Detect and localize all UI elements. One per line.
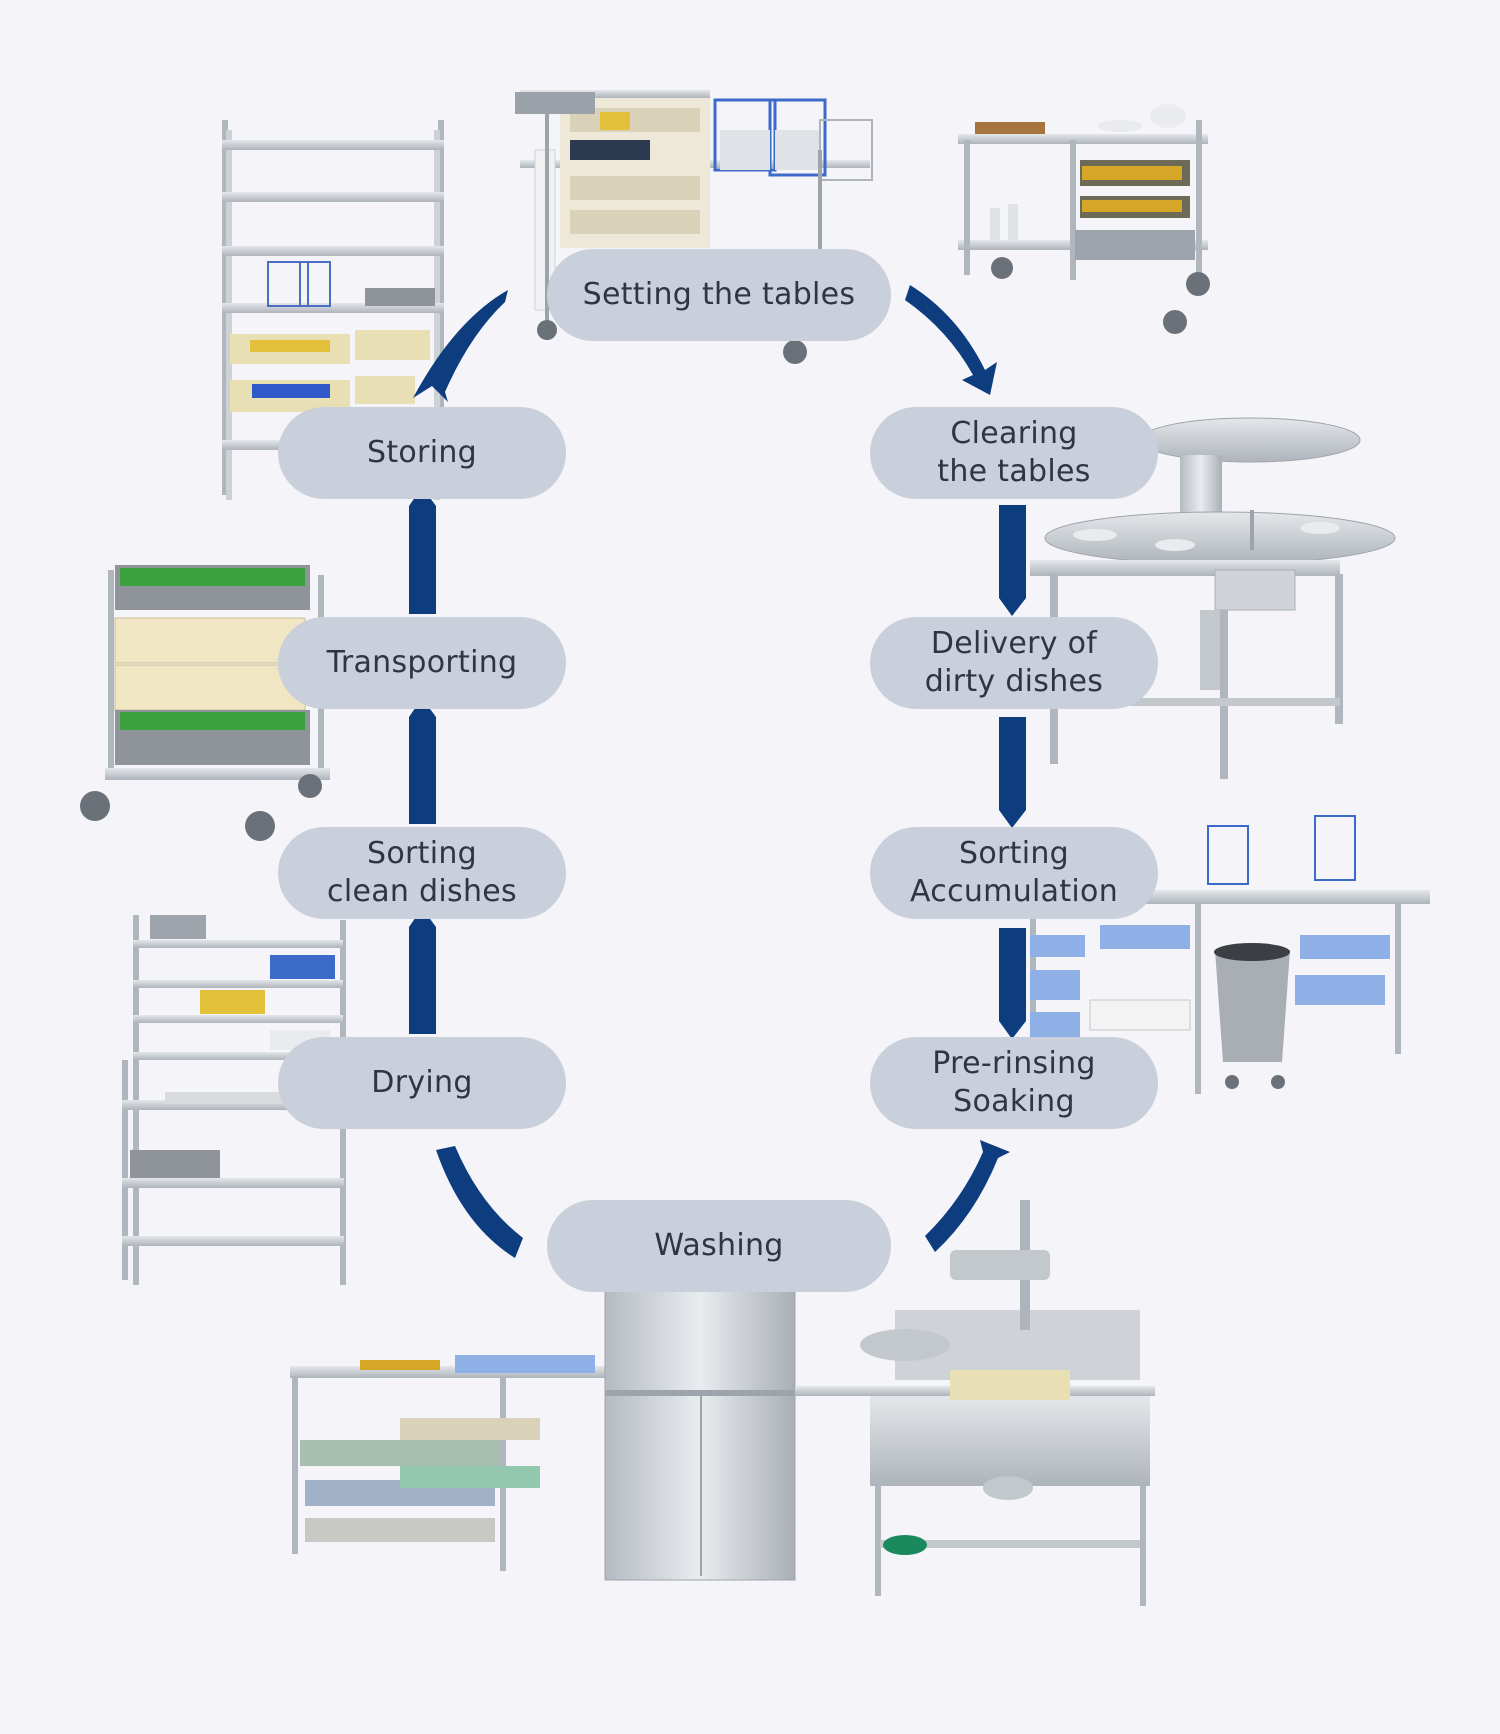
arrow-prerinsing-to-washing xyxy=(925,1140,1010,1252)
arrow-clearing-to-delivery xyxy=(999,505,1026,616)
storage-shelf-icon xyxy=(222,120,444,500)
arrow-drying-to-sorting-clean xyxy=(409,908,436,1034)
step-label-line2: the tables xyxy=(937,454,1091,489)
step-label-line2: clean dishes xyxy=(327,874,517,909)
arrow-setting-to-clearing xyxy=(905,285,997,395)
step-pre-rinsing-soaking: Pre-rinsing Soaking xyxy=(870,1037,1158,1129)
step-clearing-the-tables: Clearing the tables xyxy=(870,407,1158,499)
step-label-line1: Clearing xyxy=(950,416,1078,451)
serving-trolley-icon xyxy=(515,90,873,364)
arrow-sorting-to-prerinsing xyxy=(999,928,1026,1039)
cycle-arrows xyxy=(409,285,1026,1258)
step-setting-the-tables: Setting the tables xyxy=(547,249,891,341)
arrow-transporting-to-storing xyxy=(409,487,436,614)
rack-trolley-icon xyxy=(80,565,330,841)
step-label-line1: Sorting xyxy=(367,836,477,871)
arrow-sorting-clean-to-transporting xyxy=(409,698,436,824)
step-label: Setting the tables xyxy=(582,277,856,312)
dishwasher-line-icon xyxy=(290,1200,1155,1606)
step-sorting-accumulation: Sorting Accumulation xyxy=(870,827,1158,919)
arrow-delivery-to-sorting xyxy=(999,717,1026,828)
step-label: Storing xyxy=(367,435,477,470)
step-label: Washing xyxy=(654,1228,784,1263)
step-delivery-of-dirty-dishes: Delivery of dirty dishes xyxy=(870,617,1158,709)
step-label-line1: Pre-rinsing xyxy=(932,1046,1096,1081)
step-label: Drying xyxy=(371,1065,473,1100)
step-transporting: Transporting xyxy=(278,617,566,709)
clearing-trolley-icon xyxy=(958,104,1210,334)
step-label-line2: Soaking xyxy=(953,1084,1075,1119)
step-storing: Storing xyxy=(278,407,566,499)
step-label-line1: Sorting xyxy=(959,836,1069,871)
step-label-line2: dirty dishes xyxy=(924,664,1104,699)
step-sorting-clean-dishes: Sorting clean dishes xyxy=(278,827,566,919)
step-drying: Drying xyxy=(278,1037,566,1129)
step-label-line2: Accumulation xyxy=(909,874,1119,909)
step-label-line1: Delivery of xyxy=(930,626,1098,661)
step-washing: Washing xyxy=(547,1200,891,1292)
arrow-storing-to-setting xyxy=(413,290,508,402)
arrow-washing-to-drying xyxy=(436,1146,523,1258)
round-table-icon xyxy=(1030,417,1396,779)
step-label: Transporting xyxy=(326,645,518,680)
